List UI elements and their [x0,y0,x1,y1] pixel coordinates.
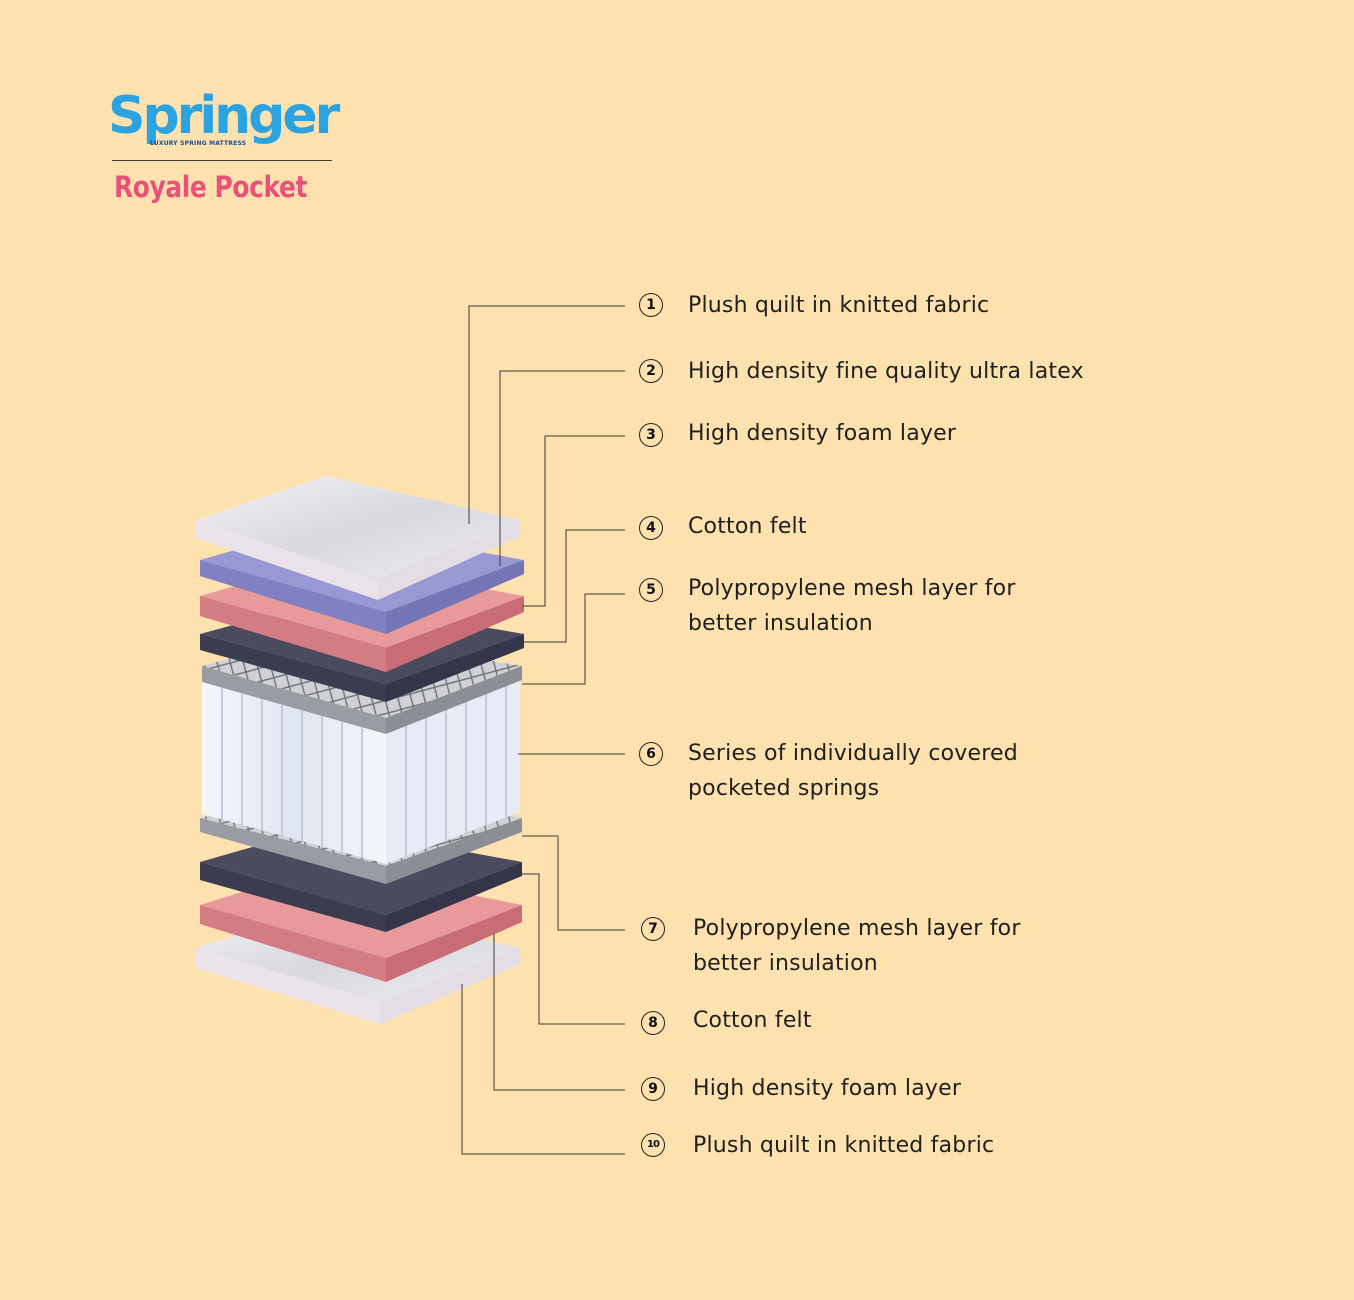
layer-label-5: Polypropylene mesh layer for better insu… [688,576,1016,636]
layer-number-badge: 3 [639,423,663,447]
leader-line-7 [522,835,625,931]
leader-lines [461,305,625,1155]
layer-label-7: Polypropylene mesh layer for better insu… [693,916,1021,976]
leader-line-5 [522,593,625,685]
layer-1-quilt-top [196,476,520,600]
leader-line-8 [522,873,625,1025]
layer-label-4: Cotton felt [688,514,807,539]
layer-number-badge: 7 [641,917,665,941]
layer-label-2: High density fine quality ultra latex [688,359,1084,384]
brand-divider [112,160,332,161]
leader-line-10 [461,984,625,1155]
layer-number-badge: 5 [639,578,663,602]
layer-number-badge: 10 [641,1133,665,1157]
leader-line-4 [522,529,625,643]
layer-6-pocket-springs [202,680,520,864]
layer-label-8: Cotton felt [693,1008,812,1033]
leader-line-2 [499,370,625,566]
layer-number-badge: 6 [639,742,663,766]
brand-logo: Springer LUXURY SPRING MATTRESS Royale P… [108,86,340,204]
layer-label-6: Series of individually covered pocketed … [688,741,1018,801]
leader-line-9 [493,934,625,1091]
brand-name: Springer [108,86,340,146]
layer-label-9: High density foam layer [693,1076,962,1101]
brand-tagline: LUXURY SPRING MATTRESS [150,140,247,147]
layer-number-badge: 8 [641,1011,665,1035]
leader-line-1 [468,305,625,524]
layer-number-badge: 1 [639,293,663,317]
layer-label-10: Plush quilt in knitted fabric [693,1133,995,1158]
layer-number-badge: 9 [641,1077,665,1101]
product-name: Royale Pocket [114,170,307,204]
layer-label-3: High density foam layer [688,421,957,446]
leader-line-3 [522,435,625,607]
layer-number-badge: 4 [639,516,663,540]
layer-number-badge: 2 [639,359,663,383]
layer-label-1: Plush quilt in knitted fabric [688,293,990,318]
